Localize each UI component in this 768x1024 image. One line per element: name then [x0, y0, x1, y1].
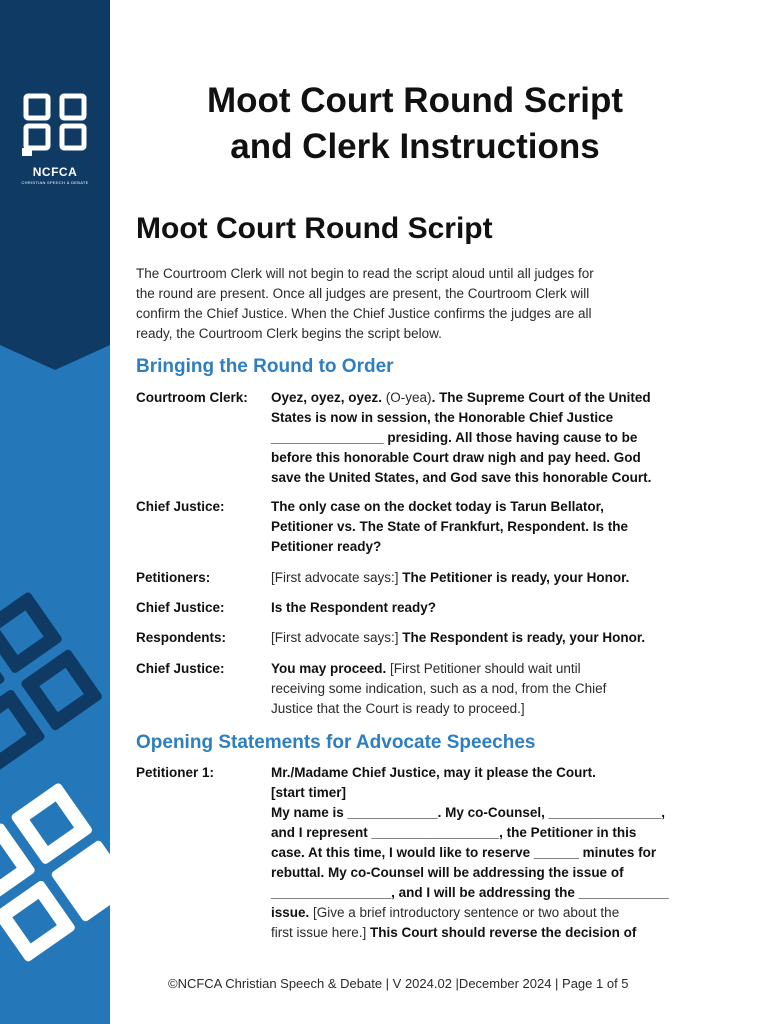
stage-direction: (O-yea): [385, 390, 432, 405]
subheading-opening-statements: Opening Statements for Advocate Speeches: [136, 732, 536, 753]
spoken-text: You may proceed.: [271, 661, 391, 676]
script-line: Mr./Madame Chief Justice, may it please …: [271, 763, 711, 783]
script-line: receiving some indication, such as a nod…: [271, 679, 711, 699]
script-line: The only case on the docket today is Tar…: [271, 497, 711, 517]
stage-direction: Justice that the Court is ready to proce…: [271, 701, 525, 716]
stage-direction: [First Petitioner should wait until: [390, 661, 581, 676]
script-line: and I represent _________________, the P…: [271, 823, 711, 843]
stage-direction: [First advocate says:]: [271, 630, 403, 645]
spoken-text: Petitioner vs. The State of Frankfurt, R…: [271, 519, 629, 534]
speaker-lines: The only case on the docket today is Tar…: [271, 497, 711, 557]
speaker-label: Chief Justice:: [136, 499, 225, 514]
page-footer: ©NCFCA Christian Speech & Debate | V 202…: [168, 976, 629, 991]
script-line: Is the Respondent ready?: [271, 598, 711, 618]
speaker-label: Chief Justice:: [136, 600, 225, 615]
spoken-text: Mr./Madame Chief Justice, may it please …: [271, 765, 596, 780]
speaker-label: Petitioners:: [136, 570, 211, 585]
speaker-lines: [First advocate says:] The Respondent is…: [271, 628, 711, 648]
stage-direction: [First advocate says:]: [271, 570, 403, 585]
spoken-text: The Respondent is ready, your Honor.: [402, 630, 646, 645]
stage-direction: [Give a brief introductory sentence or t…: [313, 905, 620, 920]
spoken-text: States is now in session, the Honorable …: [271, 410, 614, 425]
spoken-text: rebuttal. My co-Counsel will be addressi…: [271, 865, 624, 880]
sidebar-pattern: [0, 592, 110, 962]
script-line: You may proceed. [First Petitioner shoul…: [271, 659, 711, 679]
speaker-lines: [First advocate says:] The Petitioner is…: [271, 568, 711, 588]
script-line: ________________, and I will be addressi…: [271, 883, 711, 903]
sidebar-top-band: [0, 0, 110, 345]
script-line: first issue here.] This Court should rev…: [271, 923, 711, 943]
spoken-text: Petitioner ready?: [271, 539, 382, 554]
section-title: Moot Court Round Script: [136, 212, 493, 245]
spoken-text: before this honorable Court draw nigh an…: [271, 450, 641, 465]
spoken-text: . The Supreme Court of the United: [431, 390, 651, 405]
script-line: Oyez, oyez, oyez. (O-yea). The Supreme C…: [271, 388, 711, 408]
script-line: case. At this time, I would like to rese…: [271, 843, 711, 863]
brand-tagline: CHRISTIAN SPEECH & DEBATE: [21, 180, 89, 185]
speaker-lines: Oyez, oyez, oyez. (O-yea). The Supreme C…: [271, 388, 711, 488]
intro-line: confirm the Chief Justice. When the Chie…: [136, 306, 592, 321]
spoken-text: The only case on the docket today is Tar…: [271, 499, 604, 514]
script-line: Petitioner ready?: [271, 537, 711, 557]
spoken-text: issue.: [271, 905, 314, 920]
script-line: States is now in session, the Honorable …: [271, 408, 711, 428]
ncfca-logo-icon: [22, 93, 87, 156]
spoken-text: Oyez, oyez, oyez.: [271, 390, 386, 405]
spoken-text: [start timer]: [271, 785, 347, 800]
sidebar-chevron: [0, 330, 110, 370]
brand-name: NCFCA: [32, 165, 78, 179]
script-line: Petitioner vs. The State of Frankfurt, R…: [271, 517, 711, 537]
spoken-text: save the United States, and God save thi…: [271, 470, 652, 485]
document-title-line-2: and Clerk Instructions: [230, 127, 600, 166]
intro-line: The Courtroom Clerk will not begin to re…: [136, 266, 594, 281]
spoken-text: and I represent _________________, the P…: [271, 825, 637, 840]
sidebar-decoration: NCFCA CHRISTIAN SPEECH & DEBATE: [0, 0, 110, 1024]
script-line: rebuttal. My co-Counsel will be addressi…: [271, 863, 711, 883]
spoken-text: The Petitioner is ready, your Honor.: [402, 570, 630, 585]
script-line: [First advocate says:] The Respondent is…: [271, 628, 711, 648]
speaker-lines: You may proceed. [First Petitioner shoul…: [271, 659, 711, 719]
speaker-label: Chief Justice:: [136, 661, 225, 676]
stage-direction: first issue here.]: [271, 925, 371, 940]
intro-line: ready, the Courtroom Clerk begins the sc…: [136, 326, 442, 341]
speaker-lines: Is the Respondent ready?: [271, 598, 711, 618]
spoken-text: Is the Respondent ready?: [271, 600, 437, 615]
speaker-label: Courtroom Clerk:: [136, 390, 248, 405]
document-title-line-1: Moot Court Round Script: [206, 81, 624, 120]
script-line: _______________ presiding. All those hav…: [271, 428, 711, 448]
script-line: issue. [Give a brief introductory senten…: [271, 903, 711, 923]
spoken-text: _______________ presiding. All those hav…: [271, 430, 638, 445]
script-line: My name is ____________. My co-Counsel, …: [271, 803, 711, 823]
script-line: [start timer]: [271, 783, 711, 803]
script-line: Justice that the Court is ready to proce…: [271, 699, 711, 719]
spoken-text: ________________, and I will be addressi…: [271, 885, 669, 900]
spoken-text: My name is ____________. My co-Counsel, …: [271, 805, 666, 820]
intro-paragraph: The Courtroom Clerk will not begin to re…: [136, 264, 696, 344]
subheading-bringing-round-to-order: Bringing the Round to Order: [136, 356, 394, 377]
script-line: save the United States, and God save thi…: [271, 468, 711, 488]
speaker-label: Petitioner 1:: [136, 765, 215, 780]
spoken-text: This Court should reverse the decision o…: [370, 925, 637, 940]
speaker-label: Respondents:: [136, 630, 227, 645]
document-title: Moot Court Round Script and Clerk Instru…: [136, 78, 694, 170]
script-line: [First advocate says:] The Petitioner is…: [271, 568, 711, 588]
speaker-lines: Mr./Madame Chief Justice, may it please …: [271, 763, 711, 943]
stage-direction: receiving some indication, such as a nod…: [271, 681, 607, 696]
intro-line: the round are present. Once all judges a…: [136, 286, 590, 301]
script-line: before this honorable Court draw nigh an…: [271, 448, 711, 468]
spoken-text: case. At this time, I would like to rese…: [271, 845, 657, 860]
